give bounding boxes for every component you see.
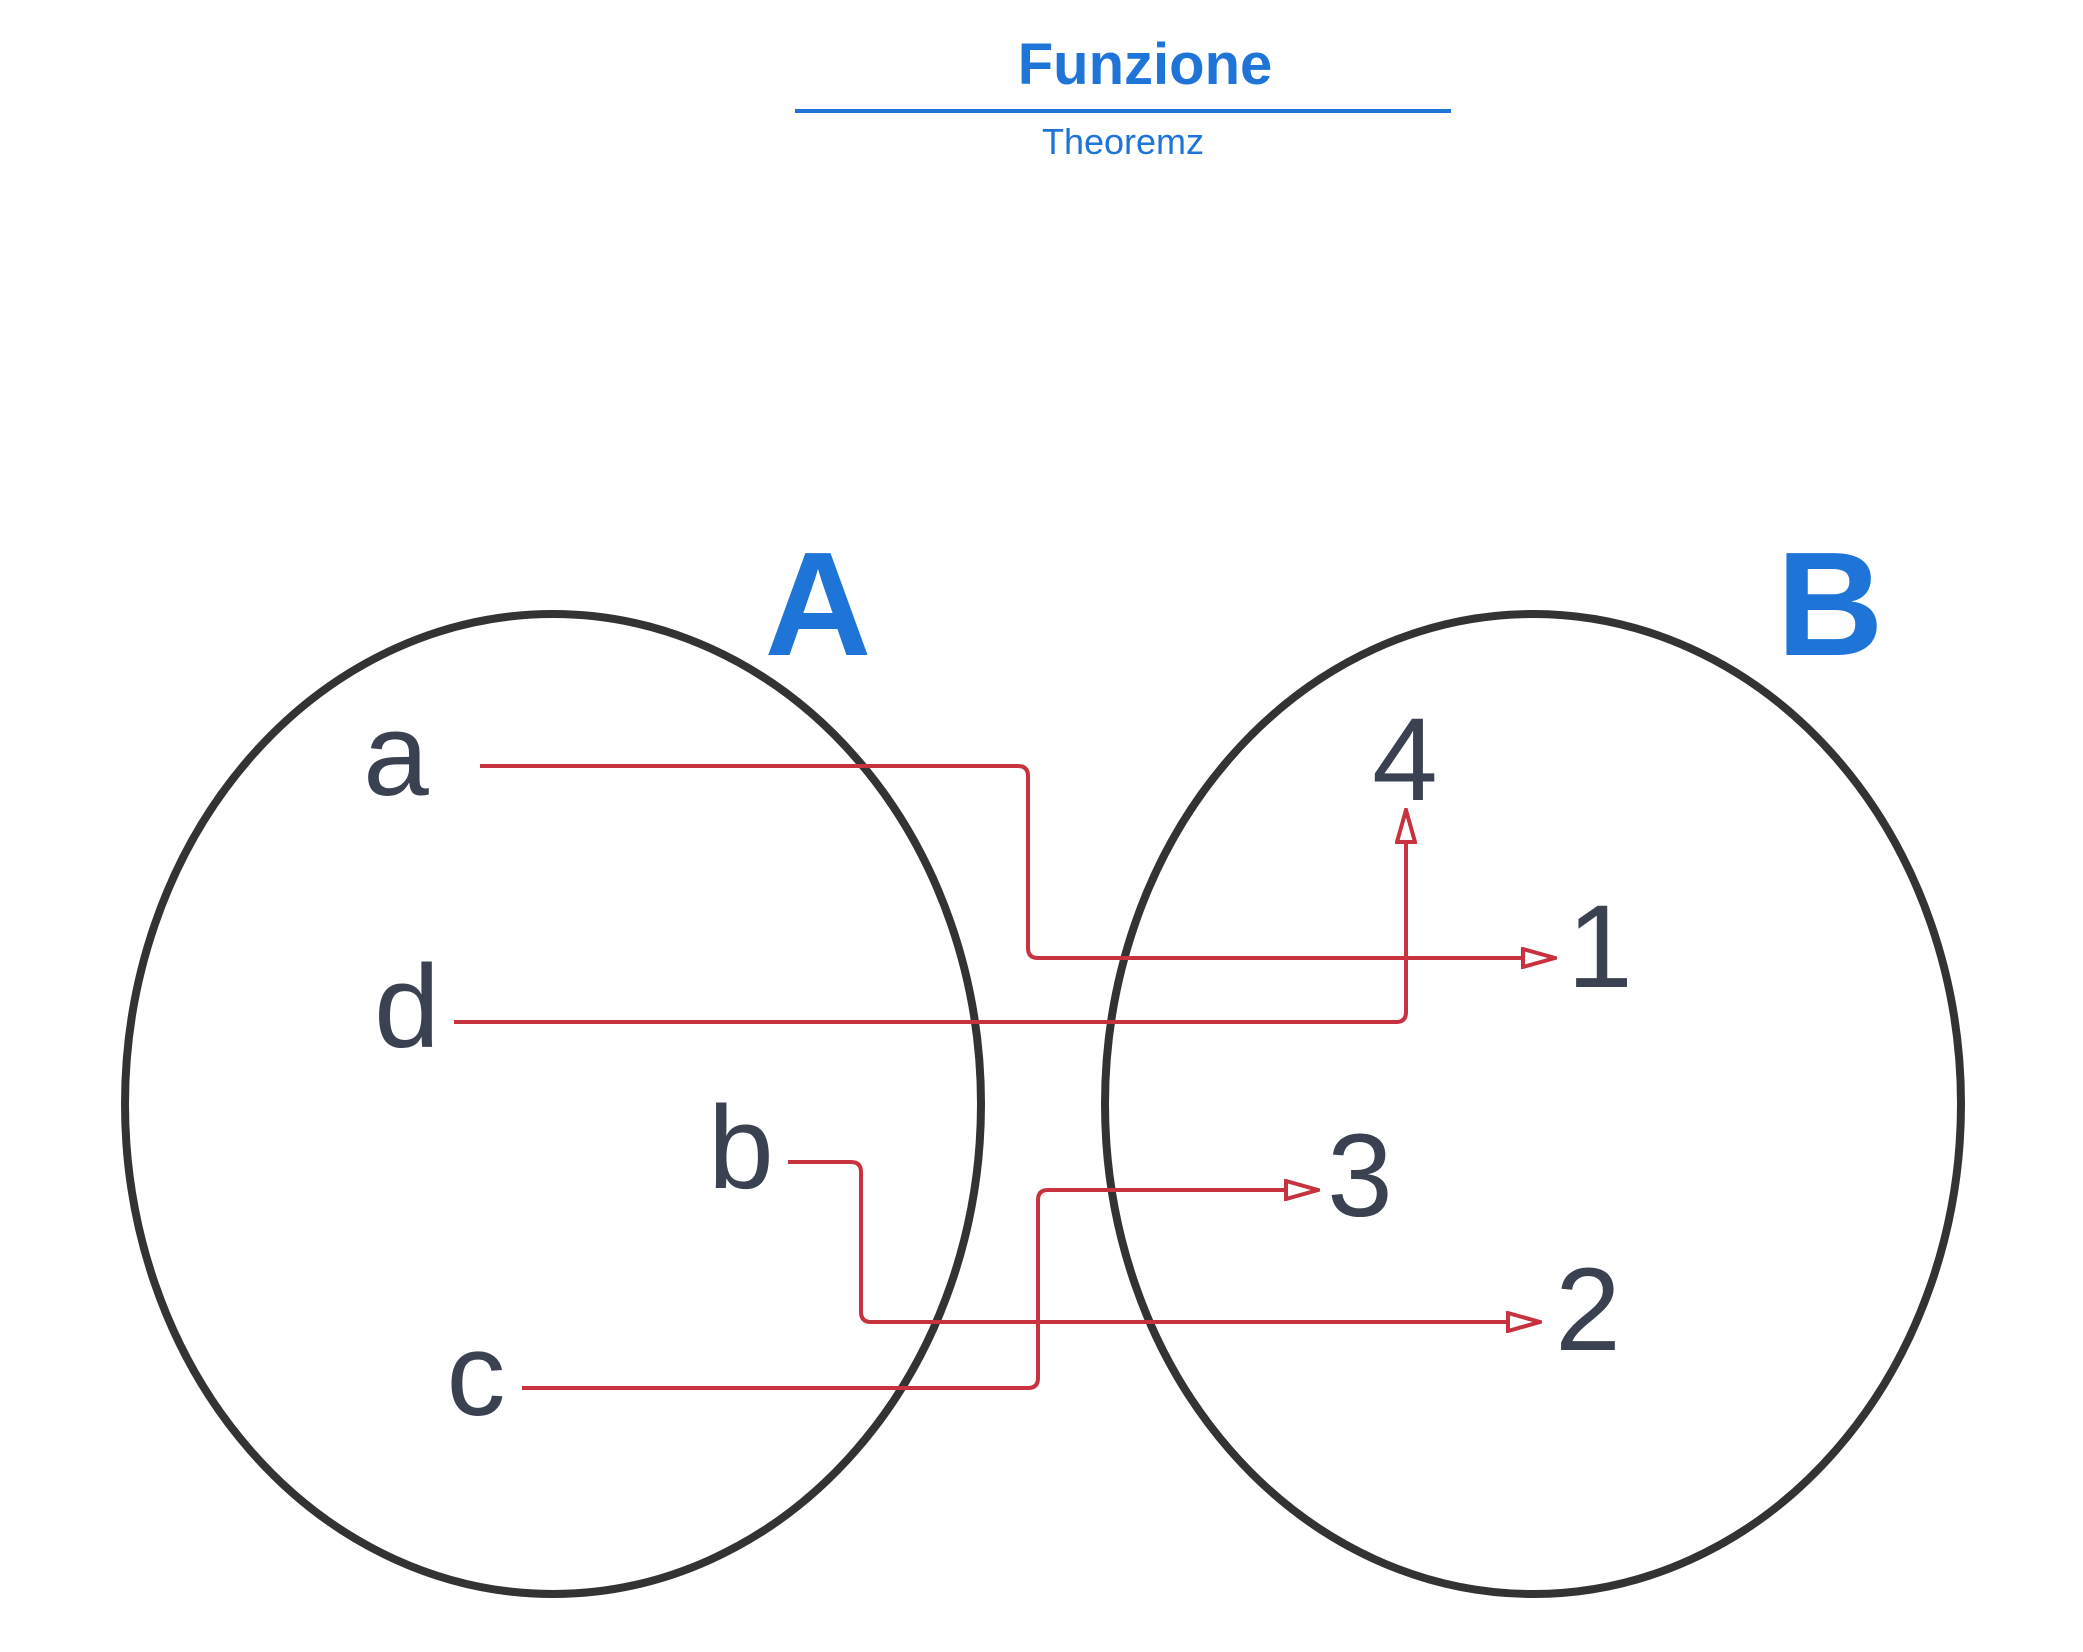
- domain-element-a: a: [363, 689, 429, 821]
- set-a-label: A: [765, 522, 872, 687]
- set-b-ellipse: [1101, 610, 1965, 1598]
- set-a-ellipse: [121, 610, 985, 1598]
- domain-element-d: d: [374, 941, 440, 1073]
- title-divider: [795, 109, 1451, 113]
- set-b-label: B: [1777, 522, 1884, 687]
- mapping-arrow-d-4: [454, 810, 1406, 1024]
- diagram-title: Funzione: [1017, 32, 1273, 97]
- diagram-subtitle: Theoremz: [1041, 121, 1205, 162]
- codomain-element-2: 2: [1555, 1244, 1621, 1376]
- mapping-arrow-c-3: [522, 1190, 1318, 1390]
- domain-element-c: c: [447, 1309, 506, 1441]
- mapping-arrow-a-1: [480, 764, 1555, 958]
- mapping-arrow-b-2: [788, 1160, 1540, 1322]
- codomain-element-1: 1: [1567, 881, 1633, 1013]
- codomain-element-3: 3: [1327, 1110, 1393, 1242]
- codomain-element-4: 4: [1372, 694, 1438, 826]
- domain-element-b: b: [708, 1082, 774, 1214]
